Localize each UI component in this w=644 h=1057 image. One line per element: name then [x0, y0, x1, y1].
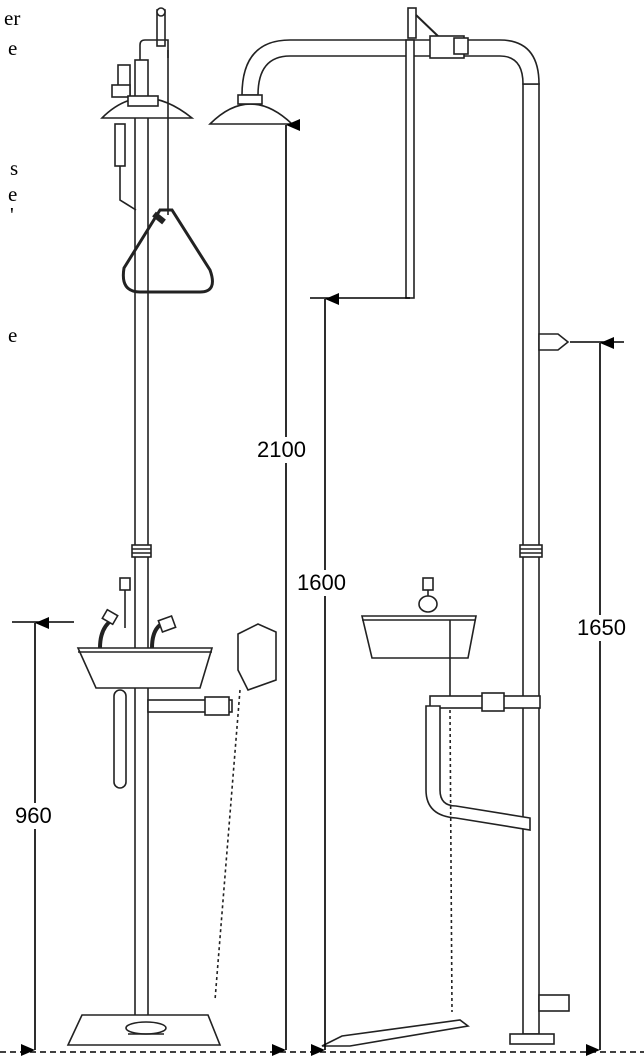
edge-text-2: e — [8, 36, 18, 60]
front-pull-handle — [121, 208, 214, 294]
front-paddle — [237, 623, 277, 691]
front-main-pipe — [134, 59, 149, 1021]
edge-text-6: e — [8, 323, 18, 347]
side-pull-rod — [405, 39, 415, 299]
dim-label-960: 960 — [12, 803, 55, 829]
dim-label-1650: 1650 — [574, 615, 629, 641]
side-main-pipe — [522, 83, 540, 1035]
front-view-unit — [66, 7, 277, 1046]
side-pipe-coupling — [519, 544, 543, 558]
edge-text-4: e — [8, 182, 18, 206]
side-basin — [360, 615, 477, 659]
side-foot-pedal — [321, 1019, 470, 1047]
front-pedal-chain — [214, 689, 241, 1001]
dimension-lines — [0, 119, 644, 1056]
side-top-pipe — [241, 39, 540, 96]
edge-text-1: er — [4, 6, 21, 30]
front-basin — [76, 647, 214, 689]
side-bracket — [538, 333, 570, 351]
dim-label-2100: 2100 — [254, 437, 309, 463]
front-base-plate — [66, 1014, 222, 1046]
side-pedal-chain — [449, 709, 453, 1013]
edge-text-3: s — [10, 156, 19, 180]
edge-text-5: ' — [10, 203, 14, 227]
side-view-unit — [208, 7, 570, 1047]
front-drain-pipe — [113, 689, 127, 789]
side-drain-pipe — [425, 705, 531, 831]
side-shower-head — [208, 103, 295, 125]
front-pipe-coupling — [131, 544, 152, 558]
dim-label-1600: 1600 — [294, 570, 349, 596]
